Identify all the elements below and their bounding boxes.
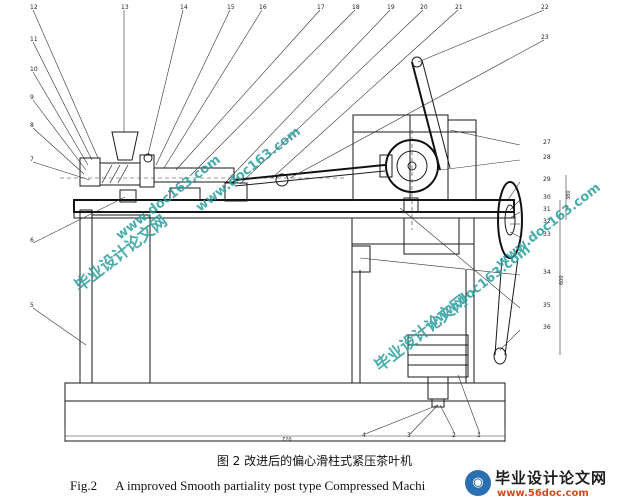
- part-number: 3: [407, 432, 411, 439]
- base-plate: [64, 382, 506, 442]
- leader-lines: [32, 9, 545, 435]
- part-number: 35: [543, 302, 551, 309]
- dimension-label: 600: [559, 275, 565, 285]
- part-number: 22: [541, 4, 549, 11]
- part-number: 30: [543, 194, 551, 201]
- dimension-lines: [64, 175, 567, 442]
- watermark-title: 毕业设计论文网: [71, 211, 171, 295]
- part-number: 9: [30, 94, 34, 101]
- part-number: 23: [541, 34, 549, 41]
- corner-watermark-url: www.56doc.com: [497, 488, 589, 499]
- part-number: 6: [30, 237, 34, 244]
- part-number-labels: 12 13 14 15 16 17 18 19 20 21 22 23 11 1…: [30, 4, 551, 439]
- part-number: 32: [543, 218, 551, 225]
- watermark-title: 毕业设计论文网: [371, 291, 471, 375]
- part-number: 1: [477, 432, 481, 439]
- part-number: 33: [543, 231, 551, 238]
- gearbox-housing: [352, 114, 477, 201]
- part-number: 28: [543, 154, 551, 161]
- part-number: 13: [121, 4, 129, 11]
- press-head-assembly: [79, 131, 235, 203]
- right-pedestal: [351, 217, 475, 384]
- eccentric-wheel: [379, 139, 439, 193]
- figure-label: Fig.2: [70, 478, 98, 493]
- part-number: 29: [543, 176, 551, 183]
- watermark-logo-icon: ◉: [465, 470, 491, 496]
- dimension-label: 380: [566, 190, 572, 200]
- diagonal-watermarks: www.doc163.com 毕业设计论文网 www.doc163.com ww…: [71, 124, 604, 375]
- part-number: 31: [543, 206, 551, 213]
- part-number: 12: [30, 4, 38, 11]
- centerlines: [60, 130, 413, 230]
- part-number: 17: [317, 4, 325, 11]
- left-frame-column: [79, 209, 151, 384]
- part-number: 27: [543, 139, 551, 146]
- figure-title-english: A improved Smooth partiality post type C…: [115, 478, 426, 493]
- figure-caption-chinese: 图 2 改进后的偏心滑柱式紧压茶叶机: [216, 454, 413, 468]
- part-number: 18: [352, 4, 360, 11]
- part-number: 4: [362, 432, 366, 439]
- part-number: 10: [30, 66, 38, 73]
- part-number: 20: [420, 4, 428, 11]
- belt-drive: [493, 181, 523, 365]
- part-number: 34: [543, 269, 551, 276]
- part-number: 14: [180, 4, 188, 11]
- part-number: 7: [30, 156, 34, 163]
- part-number: 15: [227, 4, 235, 11]
- foundation-bolt: [427, 376, 449, 408]
- lever-arm: [411, 56, 451, 171]
- part-number: 16: [259, 4, 267, 11]
- part-number: 36: [543, 324, 551, 331]
- slider-guide: [169, 182, 248, 202]
- corner-watermark-title: 毕业设计论文网: [495, 469, 608, 487]
- part-number: 11: [30, 36, 38, 43]
- part-number: 5: [30, 302, 34, 309]
- part-number: 2: [452, 432, 456, 439]
- figure-caption-english: Fig.2 A improved Smooth partiality post t…: [70, 478, 425, 494]
- part-number: 21: [455, 4, 463, 11]
- connecting-rod: [234, 164, 386, 187]
- part-number: 8: [30, 122, 34, 129]
- part-number: 19: [387, 4, 395, 11]
- dimension-label: 720: [282, 437, 292, 443]
